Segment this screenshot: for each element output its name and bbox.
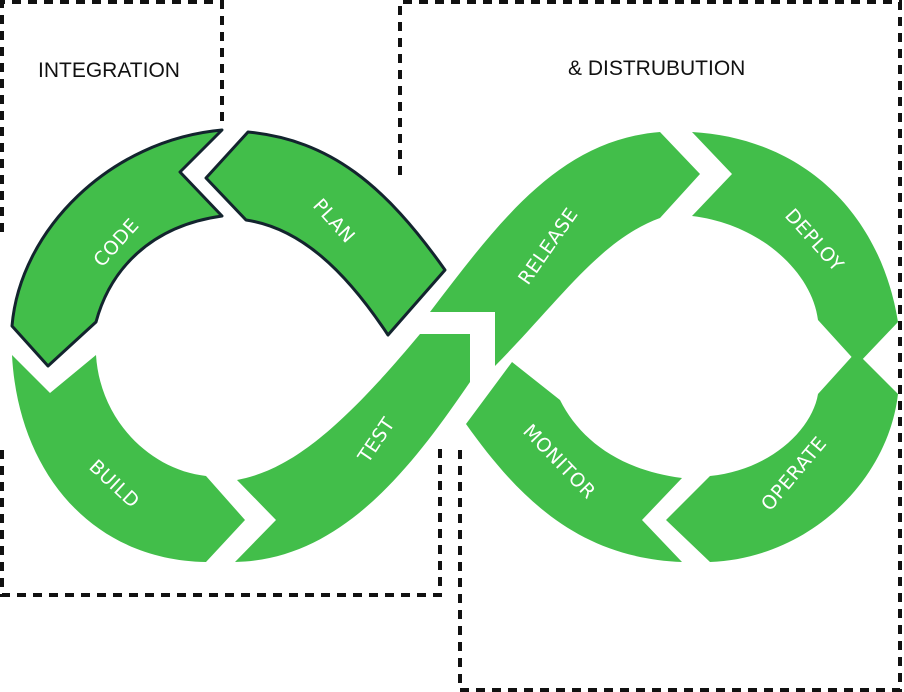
- distribution-heading: & DISTRUBUTION: [568, 57, 745, 80]
- plan-segment: [204, 130, 447, 337]
- test-segment: [235, 334, 470, 562]
- distribution-frame: [398, 0, 902, 692]
- integration-frame-bottom: [0, 448, 442, 597]
- operate-segment: [666, 352, 898, 562]
- release-segment: [430, 132, 700, 366]
- deploy-segment: [692, 132, 898, 364]
- integration-frame: [0, 0, 224, 232]
- build-segment: [12, 355, 245, 562]
- integration-heading: INTEGRATION: [38, 59, 180, 82]
- code-segment: [10, 128, 224, 368]
- monitor-segment: [466, 362, 682, 562]
